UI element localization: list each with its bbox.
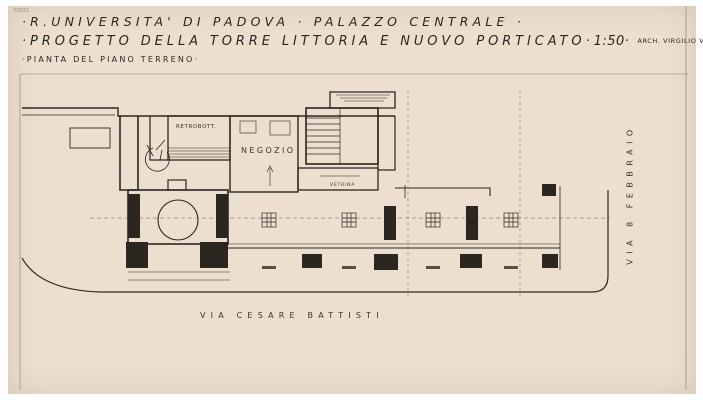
grate: [425, 212, 441, 228]
title-line-university: ·R.UNIVERSITA' DI PADOVA · PALAZZO CENTR…: [22, 14, 525, 29]
pillar: [128, 194, 140, 238]
negozio-arrowhead: [266, 165, 274, 173]
grate: [261, 212, 277, 228]
stair-treads: [306, 108, 341, 164]
spiral-stair: [144, 139, 170, 172]
label-vetrina: VETRINA: [330, 183, 356, 188]
small-room-nw: [69, 127, 111, 149]
label-via-cesare-battisti: VIA CESARE BATTISTI: [200, 311, 384, 320]
label-via-8-febbraio: VIA 8 FEBBRAIO: [625, 124, 635, 265]
stair-landing-steps: [336, 94, 390, 102]
toilet-fixture: [239, 120, 257, 134]
tower-outline: [127, 189, 229, 245]
pillar: [200, 242, 228, 268]
retrobottega-room: [167, 115, 231, 161]
vetrina-room: [297, 167, 379, 191]
pillar: [466, 206, 478, 240]
curb-slots: [262, 266, 518, 269]
wall-mid-block: [149, 116, 168, 161]
stair-landing-top: [329, 91, 396, 109]
pillar: [126, 242, 148, 268]
pillar: [302, 254, 322, 268]
retrobottega-stair: [168, 147, 230, 158]
pillar: [374, 254, 398, 270]
title-line-project: ·PROGETTO DELLA TORRE LITTORIA E NUOVO P…: [22, 34, 703, 49]
street-curb-line: [21, 190, 609, 293]
wall-nw-block: [119, 116, 139, 191]
portico-pillars: [126, 184, 558, 270]
drawing-scale: 1:50·: [593, 34, 630, 49]
tower-entry: [167, 179, 187, 191]
grid-lines: [407, 90, 521, 300]
negozio-room: [229, 115, 299, 193]
label-negozio: NEGOZIO: [241, 146, 296, 155]
label-retrobottega: RETROBOTT.: [176, 124, 217, 130]
pillar: [542, 254, 558, 268]
floor-grates: [261, 212, 519, 228]
sink-fixture: [269, 120, 291, 136]
stair-wall: [377, 108, 396, 171]
east-wall-line: [395, 187, 491, 196]
pillar: [542, 184, 556, 196]
pillar: [384, 206, 396, 240]
tracing-paper: [8, 6, 696, 394]
pillar: [216, 194, 228, 238]
archive-mark: F2021: [14, 8, 30, 14]
project-title: ·PROGETTO DELLA TORRE LITTORIA E NUOVO P…: [22, 34, 594, 49]
pillar: [460, 254, 482, 268]
grate: [503, 212, 519, 228]
title-line-plan: ·PIANTA DEL PIANO TERRENO·: [22, 55, 200, 64]
tower-courtyard-circle: [157, 199, 199, 241]
architect-name: ARCH. VIRGILIO VALLOT·: [637, 37, 703, 45]
grate: [341, 212, 357, 228]
